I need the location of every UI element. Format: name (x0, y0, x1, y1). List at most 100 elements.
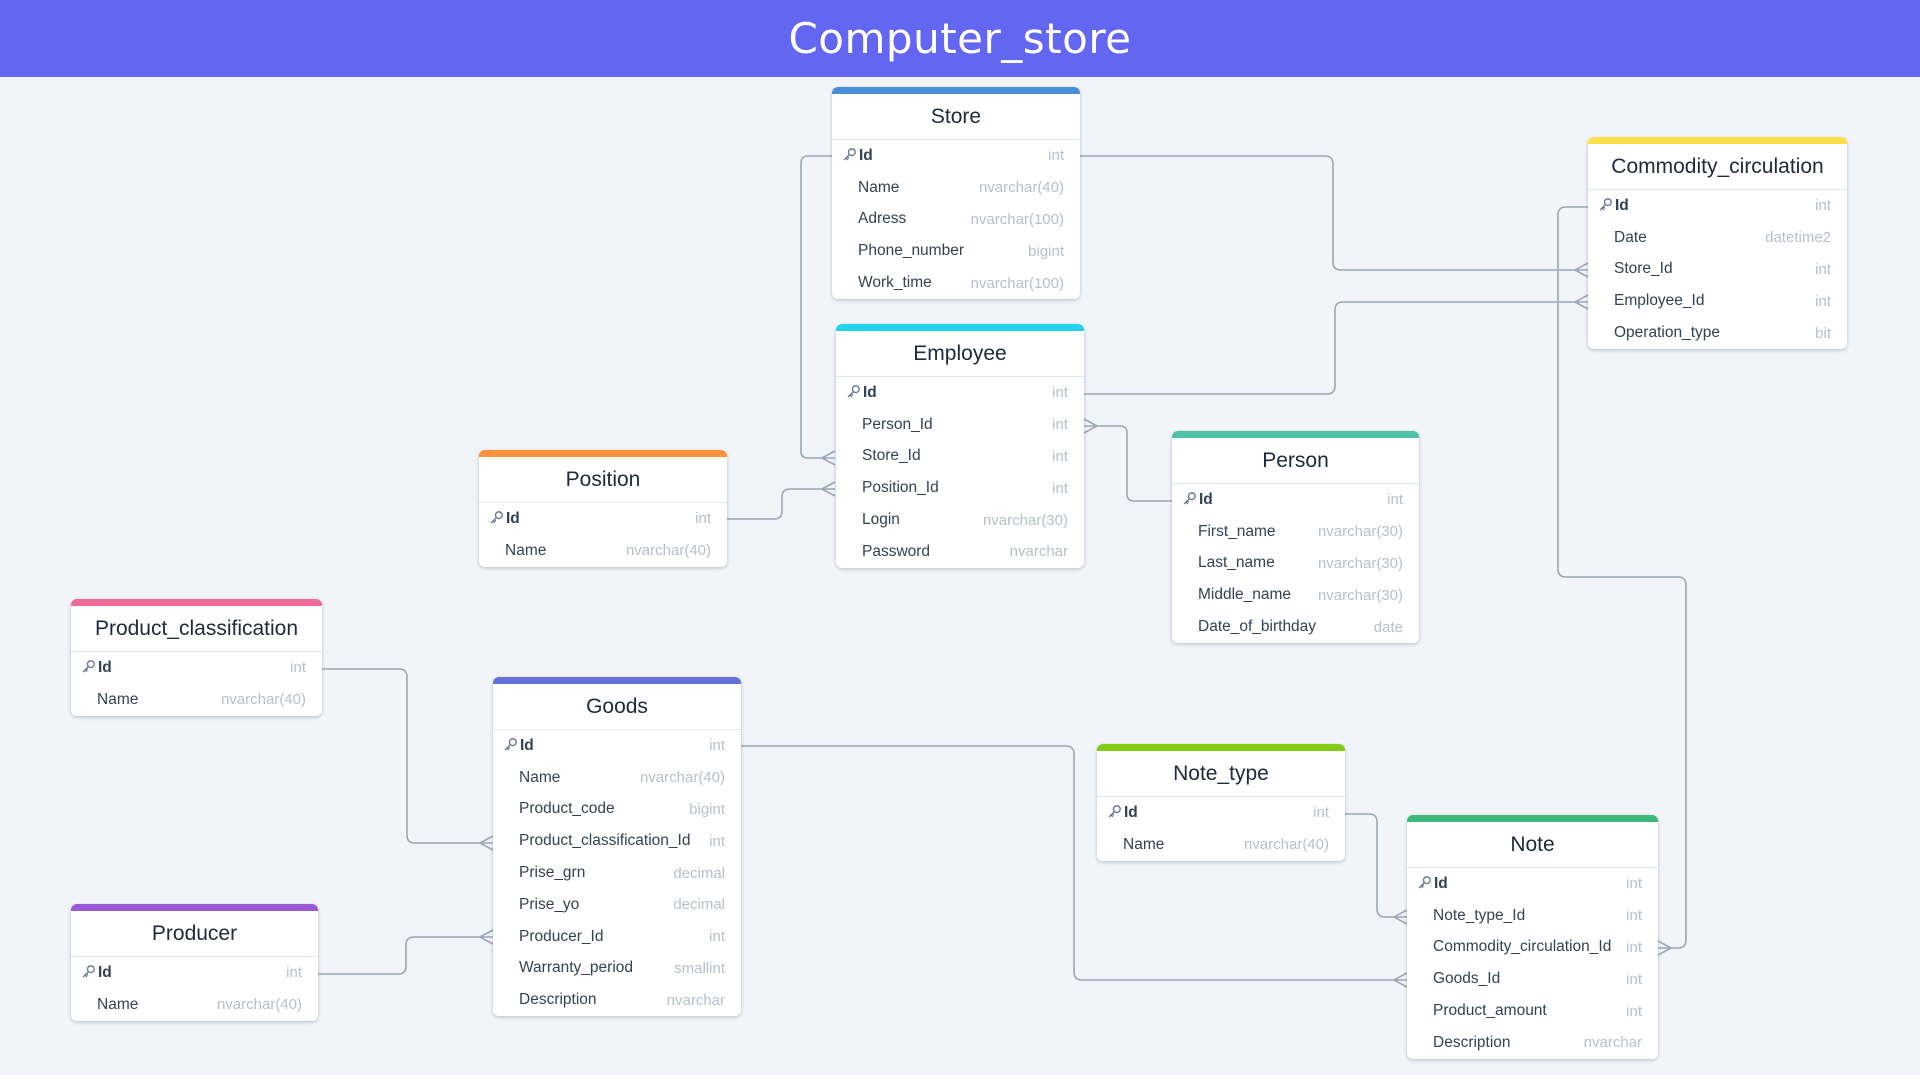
link-producer-goods (318, 929, 494, 975)
field-name-text: First_name (1198, 522, 1276, 540)
field-name: Password (862, 543, 930, 561)
field-name-text: Name (97, 690, 139, 708)
field-type: int (709, 737, 725, 755)
field-name-text: Store_Id (862, 447, 921, 465)
field-name: Product_code (519, 800, 615, 818)
field-type: int (1052, 447, 1068, 465)
field-type: int (1052, 479, 1068, 497)
field-name-text: Name (858, 178, 900, 196)
diagram-title: Computer_store (788, 14, 1132, 63)
field-type: int (1626, 875, 1642, 893)
field-row[interactable]: Product_code bigint (493, 794, 741, 826)
field-name-text: Prise_grn (519, 864, 586, 882)
field-name-text: Note_type_Id (1433, 906, 1526, 924)
field-row[interactable]: Note_type_Id int (1407, 900, 1658, 932)
link-commodity-note (1557, 206, 1687, 956)
field-name: Name (97, 691, 138, 709)
table-color-bar (836, 324, 1084, 331)
table-color-bar (71, 904, 318, 911)
field-row[interactable]: Date datetime2 (1588, 222, 1847, 254)
field-row[interactable]: Id int (479, 503, 727, 535)
field-type: nvarchar(40) (625, 542, 711, 560)
field-row[interactable]: Name nvarchar(40) (479, 535, 727, 567)
header-bar: Computer_store (0, 0, 1920, 77)
field-type: nvarchar(30) (1317, 554, 1403, 572)
table-color-bar (832, 87, 1080, 94)
table-color-bar (71, 599, 322, 606)
key-icon (1417, 875, 1432, 890)
field-type: nvarchar(40) (1243, 836, 1329, 854)
field-type: bigint (689, 800, 725, 818)
field-type: int (1052, 416, 1068, 434)
table-color-bar (1172, 431, 1419, 438)
field-name-text: Name (505, 541, 547, 559)
field-name-text: Producer_Id (519, 927, 604, 945)
field-type: datetime2 (1765, 229, 1831, 247)
field-row[interactable]: Store_Id int (836, 441, 1084, 473)
field-type: int (709, 832, 725, 850)
field-name-text: Date (1614, 228, 1647, 246)
field-type: int (286, 964, 302, 982)
field-type: int (695, 510, 711, 528)
table-title: Commodity_circulation (1588, 144, 1847, 190)
field-name-text: Description (519, 991, 597, 1009)
field-type: int (1815, 260, 1831, 278)
field-type: nvarchar(40) (220, 691, 306, 709)
field-name: Name (505, 542, 546, 560)
field-name: Id (489, 510, 520, 528)
field-row[interactable]: Name nvarchar(40) (71, 684, 322, 716)
link-store-employee (800, 155, 836, 466)
field-name: Id (1107, 804, 1138, 822)
field-name: Description (519, 991, 597, 1009)
field-type: int (1626, 907, 1642, 925)
field-name-text: Phone_number (858, 242, 964, 260)
